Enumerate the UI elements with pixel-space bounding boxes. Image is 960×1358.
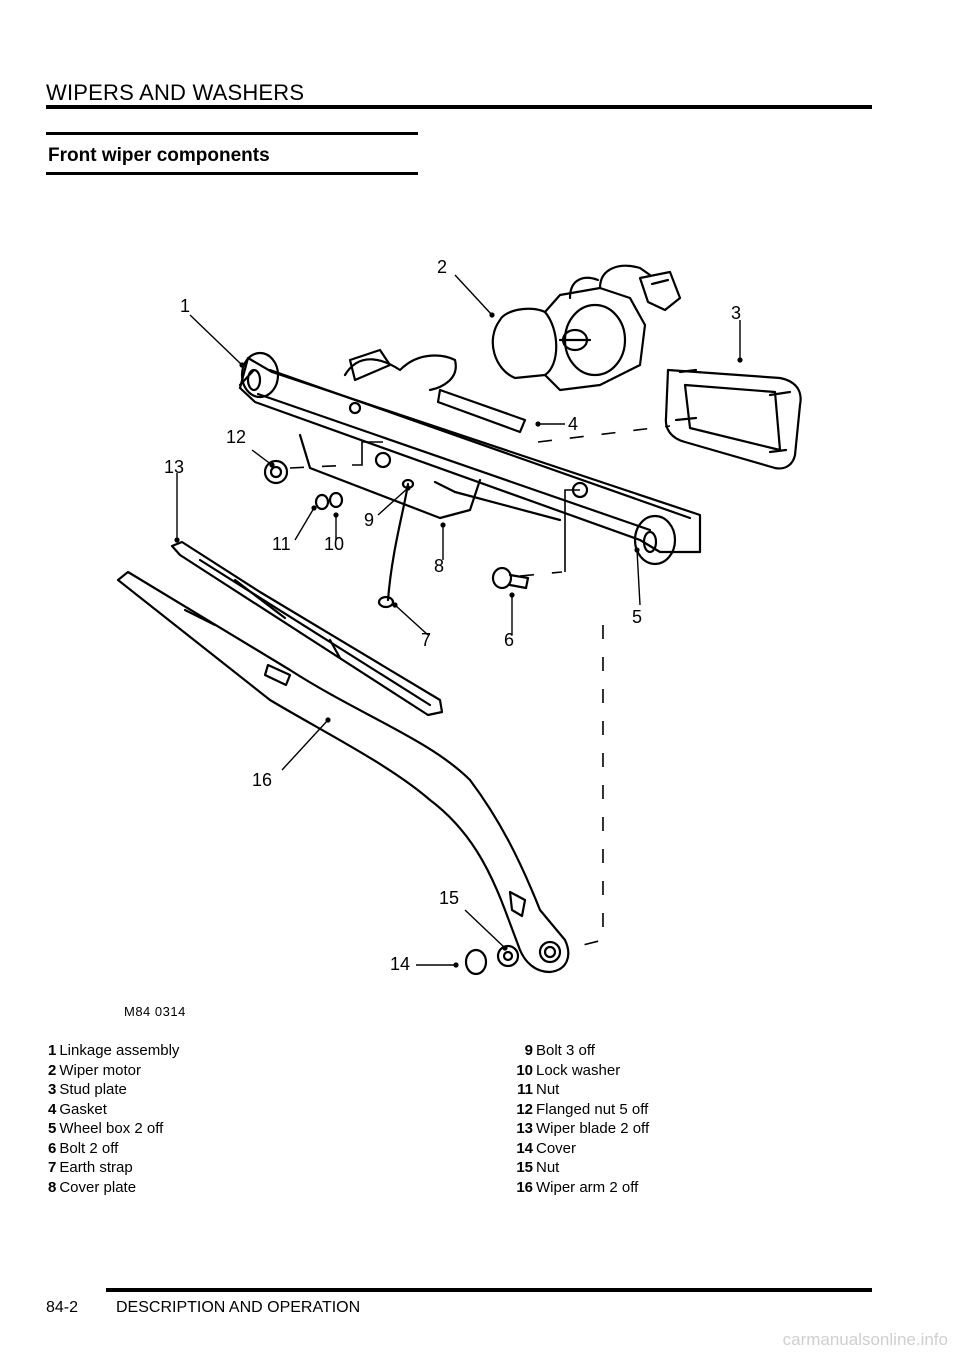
callout-14: 14 (390, 954, 410, 974)
legend-label: Nut (536, 1081, 560, 1098)
callout-4: 4 (568, 414, 578, 434)
section-rule-top (46, 132, 418, 135)
legend-number: 13 (516, 1120, 533, 1137)
footer-section-title: DESCRIPTION AND OPERATION (116, 1299, 361, 1316)
callout-6: 6 (504, 630, 514, 650)
legend-number: 14 (516, 1139, 533, 1157)
callout-7: 7 (421, 630, 431, 650)
legend-number: 16 (516, 1178, 533, 1196)
callout-2: 2 (437, 257, 447, 277)
callout-1: 1 (180, 296, 190, 316)
callout-leaders (176, 274, 741, 966)
legend-label: Bolt 2 off (59, 1139, 119, 1157)
legend-label: Lock washer (536, 1061, 621, 1079)
wiper-blade-drawing (170, 540, 444, 717)
legend-label: Linkage assembly (59, 1042, 180, 1059)
callout-5: 5 (632, 607, 642, 627)
legend-number: 12 (516, 1100, 533, 1118)
legend-number: 3 (48, 1081, 57, 1098)
assembly-guide-solid (352, 441, 580, 572)
legend-label: Bolt 3 off (536, 1042, 595, 1059)
legend-number: 5 (48, 1120, 57, 1137)
legend-label: Stud plate (59, 1081, 127, 1098)
footer-page-number: 84-2 (46, 1299, 79, 1316)
watermark: carmanualsonline.info (782, 1330, 948, 1349)
legend-number: 7 (48, 1159, 57, 1176)
legend-number: 15 (516, 1159, 533, 1176)
callout-16: 16 (252, 770, 272, 790)
footer-rule (106, 1288, 872, 1292)
callout-8: 8 (434, 556, 444, 576)
callout-11: 11 (272, 534, 291, 554)
figure-reference: M84 0314 (124, 1004, 186, 1019)
callout-dots (174, 312, 743, 968)
callout-9: 9 (364, 510, 374, 530)
page-header-title: WIPERS AND WASHERS (46, 80, 305, 105)
legend-label: Wiper motor (59, 1061, 142, 1079)
callout-3: 3 (731, 303, 741, 323)
callout-12: 12 (226, 427, 246, 447)
legend-label: Wheel box 2 off (59, 1120, 164, 1137)
callout-15: 15 (439, 888, 459, 908)
callout-13: 13 (164, 457, 184, 477)
stud-plate-drawing (664, 368, 802, 470)
legend-number: 4 (48, 1100, 57, 1118)
section-rule-bottom (46, 172, 418, 175)
legend-number: 8 (48, 1178, 57, 1196)
assembly-guide-lines (289, 425, 671, 948)
legend-label: Gasket (59, 1100, 107, 1118)
callout-10: 10 (324, 534, 344, 554)
legend-label: Earth strap (59, 1159, 133, 1176)
legend-number: 10 (516, 1061, 533, 1079)
section-title: Front wiper components (48, 145, 270, 166)
legend-number: 11 (517, 1081, 533, 1098)
wiper-motor-drawing (491, 264, 682, 392)
legend-number: 1 (48, 1042, 57, 1059)
legend-number: 6 (48, 1139, 57, 1157)
legend-label: Nut (536, 1159, 560, 1176)
legend-label: Cover (536, 1139, 577, 1157)
legend-number: 2 (48, 1061, 57, 1079)
small-parts-drawing (263, 459, 530, 976)
legend-number: 9 (524, 1042, 533, 1059)
exploded-diagram: 1 2 3 4 5 6 7 8 9 10 11 12 13 14 15 16 M… (0, 180, 960, 1040)
legend-label: Flanged nut 5 off (536, 1100, 649, 1118)
legend-label: Wiper blade 2 off (536, 1120, 650, 1137)
linkage-assembly-drawing (238, 348, 702, 566)
wiper-arm-drawing (116, 570, 570, 974)
header-rule (46, 105, 872, 109)
legend-label: Wiper arm 2 off (536, 1178, 639, 1196)
legend-label: Cover plate (59, 1178, 137, 1196)
